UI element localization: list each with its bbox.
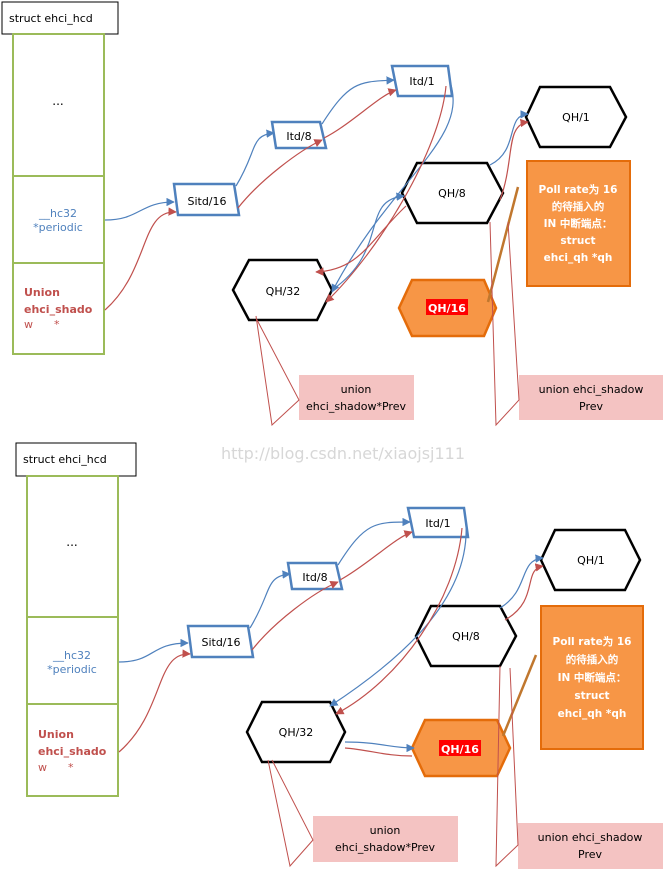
note-line: IN 中断端点：	[544, 217, 613, 230]
shadow-arrow	[335, 527, 463, 715]
prev-box-left-text: union	[341, 383, 372, 396]
struct-field-periodic: __hc32	[52, 649, 91, 662]
itd-1-label: Itd/1	[425, 517, 450, 530]
watermark: http://blog.csdn.net/xiaojsj111	[221, 444, 465, 463]
shadow-arrow	[344, 747, 413, 757]
qh-1-label: QH/1	[562, 111, 590, 124]
prev-box-right-text: Prev	[578, 848, 602, 861]
qh-16-highlight	[439, 740, 481, 756]
qh-8-label: QH/8	[438, 187, 466, 200]
note-pointer	[501, 654, 538, 737]
struct-title-box	[15, 442, 137, 477]
qh-8-label: QH/8	[452, 630, 480, 643]
struct-title-box	[1, 1, 119, 35]
itd-8-node	[286, 561, 344, 591]
next-arrow	[344, 741, 415, 753]
struct-field-periodic: *periodic	[47, 663, 97, 676]
itd-8-label: Itd/8	[302, 571, 327, 584]
next-arrow	[329, 523, 467, 707]
prev-pointer	[255, 315, 300, 427]
next-arrow	[499, 554, 544, 609]
struct-field-shadow: w *	[38, 761, 74, 774]
prev-box-left-text: ehci_shadow*Prev	[306, 400, 406, 413]
qh-32-label: QH/32	[266, 285, 301, 298]
next-arrow	[104, 197, 175, 221]
shadow-arrow	[499, 118, 529, 201]
prev-box-right-text: union ehci_shadow	[538, 831, 643, 844]
shadow-arrow	[325, 85, 447, 303]
shadow-arrow	[237, 139, 323, 209]
prev-box-right	[519, 375, 663, 420]
itd-1-node	[406, 506, 470, 539]
prev-box-left-text: union	[370, 824, 401, 837]
note-line: IN 中断端点：	[558, 671, 627, 684]
itd-8-node	[270, 120, 328, 150]
note-pointer	[486, 186, 520, 303]
struct-field-shadow: Union	[24, 286, 60, 299]
struct-field-shadow: ehci_shado	[38, 745, 107, 758]
shadow-arrow	[339, 530, 413, 581]
itd-1-node	[390, 64, 454, 98]
shadow-arrow	[315, 205, 407, 276]
qh-16-highlight	[426, 299, 468, 315]
note-line: struct	[560, 235, 595, 247]
next-arrow	[331, 192, 405, 291]
struct-title: struct ehci_hcd	[9, 12, 93, 25]
qh-32-label: QH/32	[279, 726, 314, 739]
note-line: struct	[574, 690, 609, 702]
prev-box-right-text: Prev	[579, 400, 603, 413]
next-arrow	[235, 129, 275, 187]
struct-field-shadow: Union	[38, 728, 74, 741]
prev-box-left	[299, 375, 414, 420]
prev-pointer	[489, 221, 520, 427]
itd-1-label: Itd/1	[409, 75, 434, 88]
itd-8-label: Itd/8	[286, 130, 311, 143]
next-arrow	[249, 570, 291, 629]
next-arrow	[321, 76, 395, 125]
prev-box-right	[518, 823, 663, 869]
note-line: 的待插入的	[566, 653, 619, 666]
prev-pointer	[267, 759, 314, 868]
struct-field-ellipsis: ...	[66, 535, 77, 549]
qh-16-label: QH/16	[428, 302, 466, 315]
sitd-16-label: Sitd/16	[187, 195, 226, 208]
note-line: Poll rate为 16	[553, 635, 632, 648]
qh-1-label: QH/1	[577, 554, 605, 567]
next-arrow	[118, 638, 189, 663]
new-qh-note	[540, 605, 644, 750]
prev-box-left-text: ehci_shadow*Prev	[335, 841, 435, 854]
struct-field-periodic: __hc32	[38, 207, 77, 220]
panel-after-insert: struct ehci_hcd ... __hc32 *periodic Uni…	[15, 442, 663, 869]
struct-body	[26, 475, 119, 797]
note-line: ehci_qh *qh	[544, 252, 613, 264]
sitd-16-label: Sitd/16	[201, 636, 240, 649]
shadow-arrow	[104, 207, 177, 311]
prev-box-left	[313, 816, 458, 862]
struct-body	[12, 33, 105, 355]
struct-title: struct ehci_hcd	[23, 453, 107, 466]
qh-32-node	[231, 258, 334, 322]
prev-box-right-text: union ehci_shadow	[539, 383, 644, 396]
note-line: 的待插入的	[552, 200, 605, 213]
shadow-arrow	[118, 649, 191, 753]
panel-before-insert: struct ehci_hcd ... __hc32 *periodic Uni…	[1, 1, 663, 427]
next-arrow	[337, 517, 411, 566]
struct-field-periodic: *periodic	[33, 221, 83, 234]
struct-field-shadow: ehci_shado	[24, 303, 93, 316]
struct-field-shadow: w *	[24, 318, 60, 331]
sitd-16-node	[172, 182, 241, 217]
sitd-16-node	[186, 624, 255, 659]
note-line: ehci_qh *qh	[558, 708, 627, 720]
next-arrow	[489, 110, 529, 166]
struct-field-ellipsis: ...	[52, 94, 63, 108]
shadow-arrow	[504, 563, 544, 621]
prev-pointer	[495, 665, 519, 868]
shadow-arrow	[323, 88, 397, 139]
qh-16-label: QH/16	[441, 743, 479, 756]
new-qh-note	[526, 160, 631, 287]
note-line: Poll rate为 16	[539, 183, 618, 196]
shadow-arrow	[251, 581, 339, 651]
